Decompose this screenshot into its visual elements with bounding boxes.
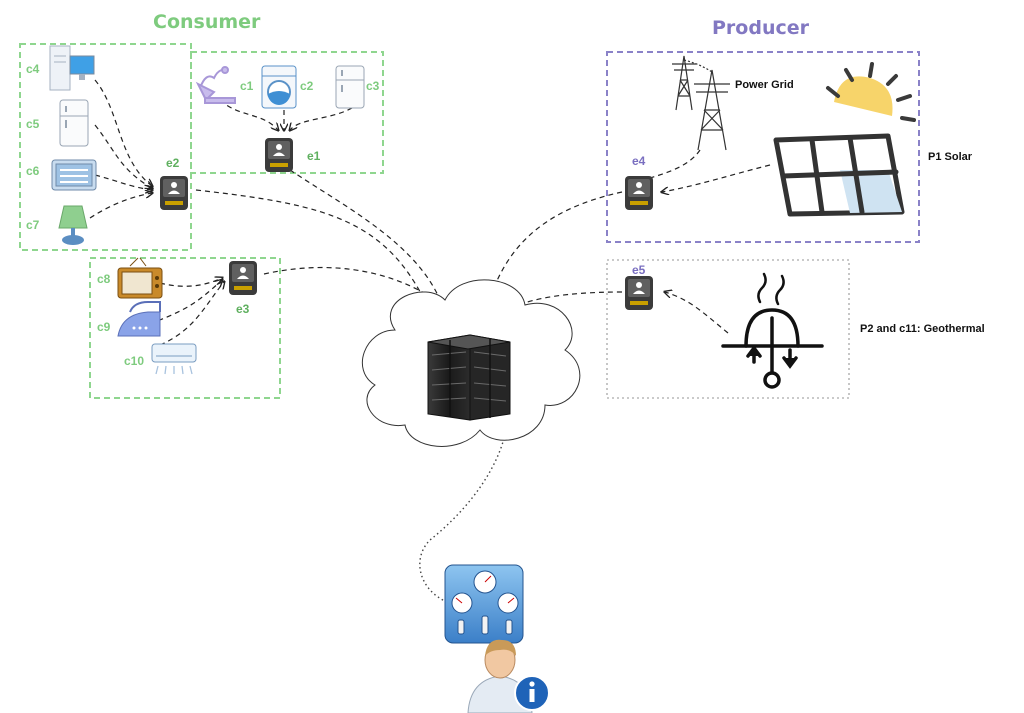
consumer-c10-label: c10	[124, 354, 145, 368]
gateway-e1-icon	[265, 138, 293, 172]
link-c4-e2	[94, 79, 152, 186]
link-grid-e4	[649, 149, 701, 179]
air-conditioner-icon	[151, 343, 197, 375]
gateway-e4-icon	[625, 176, 653, 210]
consumer-c4-label: c4	[26, 62, 40, 76]
link-e1-cloud	[289, 169, 446, 318]
link-c6-e2	[94, 174, 152, 190]
consumer-c5-label: c5	[26, 117, 40, 131]
geothermal-icon	[721, 272, 824, 389]
consumer-c1-label: c1	[240, 79, 254, 93]
consumer-c9-label: c9	[97, 320, 111, 334]
link-c8-e3	[159, 278, 222, 287]
geothermal-producer-label: P2 and c11: Geothermal	[860, 323, 985, 335]
gateway-e4-label: e4	[632, 154, 646, 168]
link-e2-cloud	[195, 189, 432, 316]
consumer-group-bottom-box	[89, 257, 281, 399]
gateway-e1-label: e1	[307, 149, 321, 163]
refrigerator-c3-icon	[335, 65, 365, 109]
producer-title: Producer	[712, 17, 809, 39]
link-c10-e3	[159, 282, 224, 346]
gateway-e5-label: e5	[632, 263, 646, 277]
power-grid-label: Power Grid	[735, 79, 794, 91]
link-e3-cloud	[263, 267, 460, 320]
gateway-e2-label: e2	[166, 156, 180, 170]
television-icon	[117, 257, 163, 299]
gateway-e3-label: e3	[236, 302, 250, 316]
clothes-iron-icon	[117, 301, 161, 337]
link-geo-e5	[665, 292, 729, 334]
consumer-c3-label: c3	[366, 79, 380, 93]
control-panel-icon	[444, 564, 524, 644]
gateway-e5-icon	[625, 276, 653, 310]
consumer-c6-label: c6	[26, 164, 40, 178]
link-c3-e1	[290, 107, 353, 130]
producer-solar-box	[606, 51, 920, 243]
link-solar-e4	[662, 164, 771, 192]
link-c5-e2	[94, 124, 152, 188]
consumer-group-left-box	[19, 43, 192, 251]
table-lamp-c7-icon	[58, 205, 88, 245]
consumer-c7-label: c7	[26, 218, 40, 232]
consumer-group-top-box	[190, 51, 384, 174]
refrigerator-c5-icon	[59, 99, 89, 147]
server-rack-icon	[427, 334, 511, 421]
power-grid-tower-icon	[672, 55, 730, 151]
desktop-computer-icon	[49, 45, 95, 91]
solar-panel-icon	[773, 62, 916, 217]
solar-producer-label: P1 Solar	[928, 151, 973, 163]
gateway-e2-icon	[160, 176, 188, 210]
producer-geothermal-box	[606, 259, 850, 399]
consumer-c2-label: c2	[300, 79, 314, 93]
gateway-e3-icon	[229, 261, 257, 295]
desk-lamp-c1-icon	[195, 66, 236, 104]
microwave-oven-icon	[51, 159, 97, 191]
link-c7-e2	[89, 193, 152, 219]
info-icon	[514, 675, 550, 711]
consumer-c8-label: c8	[97, 272, 111, 286]
consumer-title: Consumer	[153, 11, 261, 33]
washing-machine-icon	[261, 65, 297, 109]
